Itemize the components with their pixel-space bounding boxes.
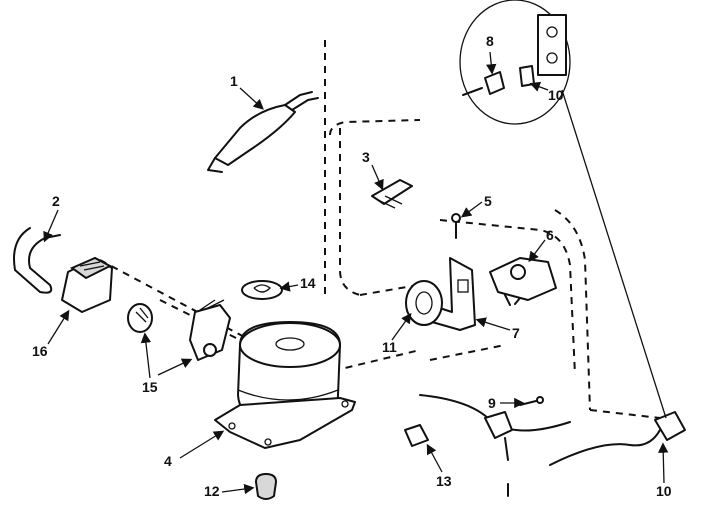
detail-circle-receptacle [459,0,667,419]
cabinet-outline [99,40,661,419]
part-4-compressor [214,321,356,449]
callout-5: 5 [484,193,492,209]
callout-11: 11 [382,339,397,355]
part-9-screw [519,396,544,406]
part-3-bulb [371,179,413,209]
callout-3: 3 [362,149,370,165]
callout-8: 8 [486,33,494,49]
part-1-filter-drier [207,91,319,173]
callout-labels: 1 2 3 5 6 7 8 10 9 10 11 12 13 14 15 16 … [32,33,672,499]
part-14-grommet [241,280,283,300]
callout-1: 1 [230,73,238,89]
callout-4: 4 [164,453,172,469]
callout-10-top: 10 [548,87,564,103]
callout-15: 15 [142,379,158,395]
callout-9: 9 [488,395,496,411]
callout-2: 2 [52,193,60,209]
callout-16: 16 [32,343,48,359]
callout-12: 12 [204,483,220,499]
part-13-cord-clamp [404,424,429,447]
callout-10-bottom: 10 [656,483,672,499]
callout-7: 7 [512,325,520,341]
leader-lines [43,51,669,495]
part-16-cover [61,256,113,313]
part-15-relay-overload [127,299,231,361]
part-11-ring [405,280,443,326]
callout-14: 14 [300,275,316,291]
callout-6: 6 [546,227,554,243]
callout-13: 13 [436,473,452,489]
part-12-grommet-foot [254,472,278,500]
power-cord [419,394,686,497]
part-2-wire-clip [13,227,61,294]
part-6-control [489,257,557,306]
part-5-screw [451,213,461,239]
